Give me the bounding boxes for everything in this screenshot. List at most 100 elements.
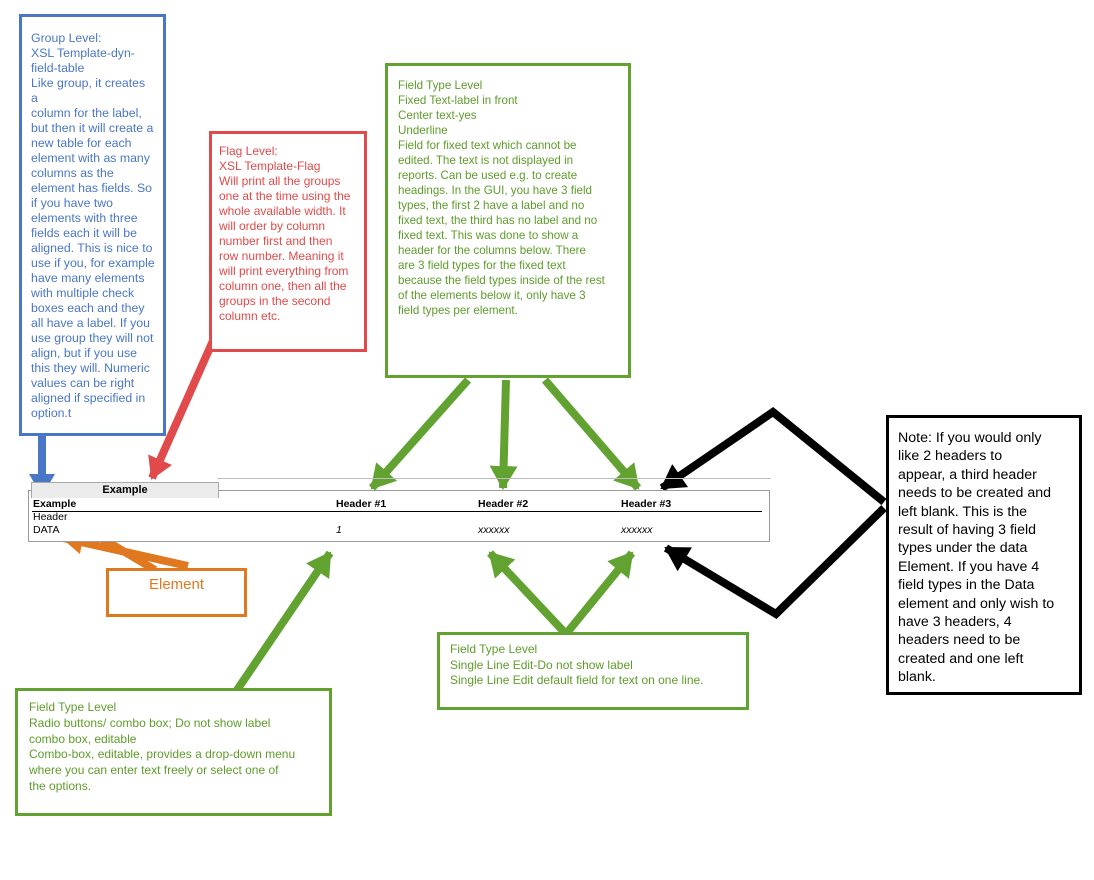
group-level-text-line: new table for each bbox=[31, 136, 132, 150]
field-type-mid-text-line: Single Line Edit default field for text … bbox=[450, 673, 704, 687]
group-level-text-line: columns as the bbox=[31, 166, 114, 180]
data-value-1: 1 bbox=[336, 524, 342, 536]
note-text-line: needs to be created and bbox=[898, 485, 1052, 502]
flag-level-text-line: column etc. bbox=[219, 309, 281, 323]
group-level-text-line: option.t bbox=[31, 406, 72, 420]
arrow-note-to-header3 bbox=[659, 407, 887, 506]
group-level-text-line: with multiple check bbox=[31, 286, 135, 300]
note-text-line: types under the data bbox=[898, 540, 1028, 557]
example-tab: Example bbox=[31, 482, 219, 498]
arrow-fieldtype-to-header3 bbox=[541, 377, 642, 491]
group-level-text-line: values can be right bbox=[31, 376, 135, 390]
flag-level-text-line: one at the time using the bbox=[219, 189, 351, 203]
field-type-bottom-text-line: combo box, editable bbox=[29, 731, 137, 746]
field-type-bottom-text-line: where you can enter text freely or selec… bbox=[29, 763, 279, 778]
group-level-text-line: all have a label. If you bbox=[31, 316, 150, 330]
note-text-line: result of having 3 field bbox=[898, 522, 1037, 539]
flag-level-text-line: number first and then bbox=[219, 234, 333, 248]
note-text-line: Note: If you would only bbox=[898, 430, 1042, 446]
element-label: Element bbox=[148, 576, 205, 593]
field-type-top-text-line: edited. The text is not displayed in bbox=[398, 154, 574, 167]
group-level-text-line: XSL Template-dyn- bbox=[31, 46, 135, 60]
example-top-line bbox=[217, 478, 771, 479]
header-1: Header #1 bbox=[336, 498, 387, 510]
group-level-text-line: but then it will create a bbox=[31, 121, 154, 135]
flag-level-text-line: will order by column bbox=[219, 219, 326, 233]
note-text-line: like 2 headers to bbox=[898, 448, 1003, 465]
note-text-line: left blank. This is the bbox=[898, 503, 1028, 520]
field-type-top-text-line: field types per element. bbox=[398, 304, 518, 317]
note-text-line: appear, a third header bbox=[898, 466, 1037, 483]
field-type-top-text-line: headings. In the GUI, you have 3 field bbox=[398, 184, 592, 197]
note-text-line: element and only wish to bbox=[898, 595, 1055, 612]
field-type-bottom-text-line: the options. bbox=[29, 778, 92, 793]
element-box: Element bbox=[106, 568, 247, 617]
arrow-fieldtype-to-header2 bbox=[489, 379, 518, 490]
group-level-text-line: use group they will not bbox=[31, 331, 154, 345]
group-level-text-line: element with as many bbox=[31, 151, 150, 165]
flag-level-text-line: XSL Template-Flag bbox=[219, 159, 321, 173]
arrow-element-to-data bbox=[61, 530, 189, 570]
group-level-text-line: Group Level: bbox=[31, 31, 102, 45]
flag-level-text-line: groups in the second bbox=[219, 294, 331, 308]
flag-level-text-line: row number. Meaning it bbox=[219, 249, 344, 263]
group-level-text-line: if you have two bbox=[31, 196, 114, 210]
data-value-2: xxxxxx bbox=[478, 524, 510, 536]
field-type-top-text-line: header for the columns below. There bbox=[398, 244, 586, 257]
note-text-line: blank. bbox=[898, 669, 936, 686]
arrow-singleline-to-value3 bbox=[562, 550, 636, 637]
arrow-fieldtype-to-header1 bbox=[369, 377, 471, 491]
field-type-bottom-text-line: Combo-box, editable, provides a drop-dow… bbox=[29, 747, 296, 762]
example-frame bbox=[28, 490, 770, 542]
note-text-line: field types in the Data bbox=[898, 577, 1035, 594]
group-level-text-line: field-table bbox=[31, 61, 85, 75]
header-row-label: Header bbox=[33, 511, 68, 523]
field-type-top-text-line: types, the first 2 have a label and no bbox=[398, 199, 585, 212]
field-type-bottom-text-line: Radio buttons/ combo box; Do not show la… bbox=[29, 715, 271, 730]
group-level-text-line: aligned if specified in bbox=[31, 391, 146, 405]
field-type-top-text-line: Field for fixed text which cannot be bbox=[398, 139, 577, 152]
note-box: Note: If you would only like 2 headers to… bbox=[886, 415, 1082, 695]
flag-level-text-line: Will print all the groups bbox=[219, 174, 341, 188]
group-level-text-line: align, but if you use bbox=[31, 346, 137, 360]
field-type-top-text-line: are 3 field types for the fixed text bbox=[398, 259, 566, 272]
field-type-top-text-line: fixed text. This was done to show a bbox=[398, 229, 579, 242]
group-level-text-line: use if you, for example bbox=[31, 256, 155, 270]
arrow-note-to-data-row bbox=[663, 505, 887, 620]
field-type-top-text-line: reports. Can be used e.g. to create bbox=[398, 169, 578, 182]
group-level-text-line: this they will. Numeric bbox=[31, 361, 150, 375]
group-level-text-line: fields each it will be bbox=[31, 226, 137, 240]
group-level-text-line: element has fields. So bbox=[31, 181, 152, 195]
flag-level-text-line: column one, then all the bbox=[219, 279, 347, 293]
field-type-top-text-line: fixed text, the third has no label and n… bbox=[398, 214, 598, 227]
example-row-header: Example bbox=[33, 498, 77, 510]
group-level-text-line: elements with three bbox=[31, 211, 138, 225]
field-type-mid-text-line: Single Line Edit-Do not show label bbox=[450, 657, 633, 672]
group-level-text-line: column for the label, bbox=[31, 106, 142, 120]
field-type-mid-text-line: Field Type Level bbox=[450, 642, 538, 656]
field-type-top-text-line: Center text-yes bbox=[398, 109, 477, 122]
flag-level-text-line: will print everything from bbox=[219, 264, 349, 278]
header-underline bbox=[32, 511, 762, 512]
group-level-text-line: boxes each and they bbox=[31, 301, 145, 315]
field-type-top-text-line: Underline bbox=[398, 124, 448, 137]
note-text-line: have 3 headers, 4 bbox=[898, 614, 1012, 631]
field-type-top-text-line: of the elements below it, only have 3 bbox=[398, 289, 586, 302]
group-level-box: Group Level:XSL Template-dyn-field-table… bbox=[19, 14, 166, 436]
group-level-text-line: have many elements bbox=[31, 271, 145, 285]
note-text-line: headers need to be bbox=[898, 632, 1021, 649]
field-type-top-text-line: Fixed Text-label in front bbox=[398, 94, 518, 107]
data-value-3: xxxxxx bbox=[621, 524, 653, 536]
arrow-combobox-to-value1 bbox=[233, 550, 334, 693]
data-row-label: DATA bbox=[33, 524, 60, 536]
note-text-line: created and one left bbox=[898, 650, 1024, 667]
note-text-line: Element. If you have 4 bbox=[898, 558, 1040, 575]
arrow-singleline-to-value2 bbox=[487, 550, 569, 637]
field-type-bottom-text-line: Field Type Level bbox=[29, 700, 117, 714]
field-type-top-text-line: because the field types inside of the re… bbox=[398, 274, 605, 287]
flag-level-text-line: Flag Level: bbox=[219, 144, 278, 158]
